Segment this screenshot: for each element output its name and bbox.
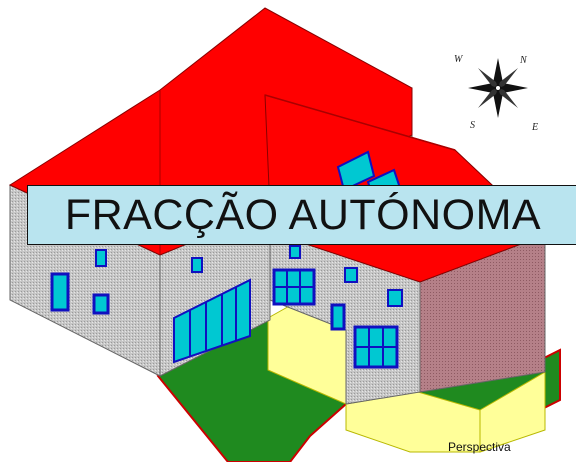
glazed-door	[173, 278, 251, 364]
window	[387, 289, 403, 307]
compass-rose-icon: N E S W	[454, 54, 538, 133]
window	[330, 303, 346, 331]
compass-west: W	[454, 54, 464, 65]
window	[191, 257, 203, 273]
title-label: FRACÇÃO AUTÓNOMA	[27, 185, 576, 245]
window	[289, 245, 301, 259]
roof-hip	[264, 94, 456, 151]
window	[344, 267, 358, 283]
compass-south: S	[470, 120, 475, 131]
compass-east: E	[531, 122, 538, 133]
window	[50, 272, 70, 312]
window	[92, 293, 110, 315]
compass-north: N	[519, 55, 528, 66]
skylight	[336, 150, 376, 192]
view-label: Perspectiva	[448, 440, 511, 454]
patio-right-wall	[479, 371, 546, 453]
window	[95, 249, 107, 267]
